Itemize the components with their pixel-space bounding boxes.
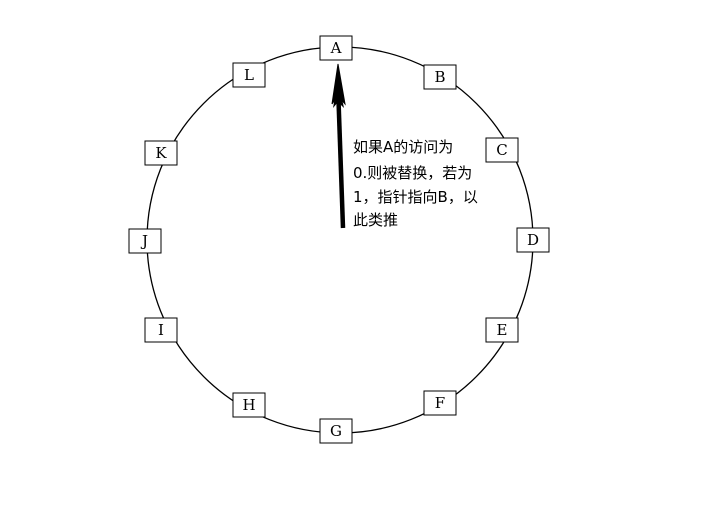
node-box	[516, 227, 550, 253]
note-line-2: 0.则被替换，若为	[353, 164, 472, 182]
node-d: D	[516, 227, 550, 253]
node-l: L	[232, 62, 266, 88]
node-e: E	[485, 317, 519, 343]
note-text: 如果A的访问为 0.则被替换，若为 1，指针指向B，以 此类推	[353, 138, 478, 229]
node-j: J	[128, 228, 162, 254]
node-label: B	[434, 68, 445, 86]
node-label: C	[496, 141, 507, 159]
node-box	[128, 228, 162, 254]
node-box	[485, 137, 519, 163]
node-label: L	[244, 66, 254, 84]
pointer-arrow	[331, 63, 346, 229]
node-box	[423, 64, 457, 90]
node-label: K	[155, 144, 167, 162]
node-box	[232, 62, 266, 88]
node-h: H	[232, 392, 266, 418]
node-box	[144, 317, 178, 343]
node-box	[319, 418, 353, 444]
node-box	[144, 140, 178, 166]
node-g: G	[319, 418, 353, 444]
node-label: H	[242, 396, 255, 414]
node-c: C	[485, 137, 519, 163]
node-k: K	[144, 140, 178, 166]
node-ring: A B C D E F G H I J K L	[128, 35, 550, 444]
node-a: A	[319, 35, 353, 61]
node-box	[319, 35, 353, 61]
node-label: F	[435, 394, 445, 412]
node-box	[232, 392, 266, 418]
note-line-1: 如果A的访问为	[353, 138, 453, 156]
node-label: I	[158, 321, 164, 339]
node-b: B	[423, 64, 457, 90]
pointer-arrowhead-inner	[333, 80, 344, 108]
note-line-4: 此类推	[353, 211, 398, 229]
note-line-3: 1，指针指向B，以	[353, 188, 478, 206]
node-box	[485, 317, 519, 343]
node-label: A	[330, 39, 342, 57]
node-box	[423, 390, 457, 416]
node-f: F	[423, 390, 457, 416]
node-label: J	[140, 232, 148, 250]
node-label: E	[497, 321, 508, 339]
pointer-shaft	[335, 85, 346, 229]
node-label: D	[527, 231, 539, 249]
node-label: G	[330, 422, 342, 440]
node-i: I	[144, 317, 178, 343]
